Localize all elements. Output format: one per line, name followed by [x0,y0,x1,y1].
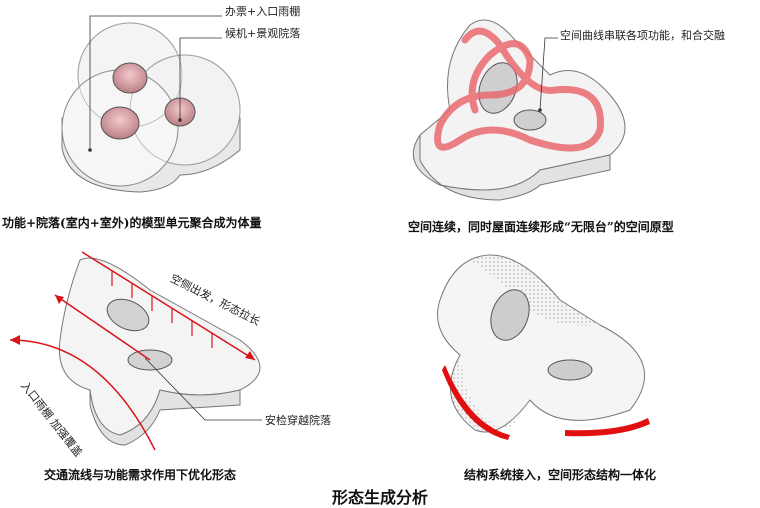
leader-line-security [144,357,262,421]
label-security-courtyard: 安检穿越院落 [265,414,331,427]
void-1 [478,62,518,114]
panel-circulation-optimization: 空侧出发，形态拉长 入口雨棚 加强覆盖 安检穿越院落 交通流线与功能需求作用下优… [0,240,380,485]
caption-panel-1: 功能+院落(室内+室外)的模型单元聚合成为体量 [2,216,262,230]
caption-panel-2: 空间连续，同时屋面连续形成“无限台”的空间原型 [408,220,674,234]
connecting-curve [434,27,604,152]
integrated-roof [437,254,645,433]
void-a [106,298,150,332]
module-aggregation-diagram [61,15,241,193]
label-waiting-courtyard: 候机+景观院落 [225,27,301,40]
leader-line-top [89,15,222,150]
structure-red-edge-right [565,418,650,437]
security-flow-line [54,294,151,361]
airside-flow-ticks [111,271,213,348]
circulation-diagram [9,251,262,451]
panel-structure-integration: 结构系统接入，空间形态结构一体化 [380,240,760,485]
stretched-side-wall [89,389,241,446]
structure-diagram [437,254,650,440]
void-structural-1 [490,289,530,341]
roof-side-wall [412,133,611,201]
label-space-curve: 空间曲线串联各项功能，和合交融 [560,29,725,42]
structure-grid-pattern [470,255,600,326]
figure-title: 形态生成分析 [331,488,428,507]
label-ticket-canopy: 办票+入口雨棚 [225,5,301,18]
void-2 [513,109,547,131]
leader-line-curve [539,37,558,111]
void-structural-2 [547,359,593,381]
entrance-flow-curve [9,339,156,451]
continuous-space-diagram [412,19,626,201]
courtyard-hole-1 [112,62,148,94]
entrance-flow-arrowhead [10,335,20,345]
airside-flow-line [81,251,256,361]
airside-flow-arrowhead [245,351,255,360]
caption-panel-3: 交通流线与功能需求作用下优化形态 [44,468,237,482]
courtyard-hole-3 [100,106,140,140]
caption-panel-4: 结构系统接入，空间形态结构一体化 [464,468,657,482]
panel-continuous-space: 空间曲线串联各项功能，和合交融 空间连续，同时屋面连续形成“无限台”的空间原型 [380,0,760,240]
leader-line-mid [179,37,222,120]
panel-module-aggregation: 办票+入口雨棚 候机+景观院落 功能+院落(室内+室外)的模型单元聚合成为体量 [0,0,380,240]
